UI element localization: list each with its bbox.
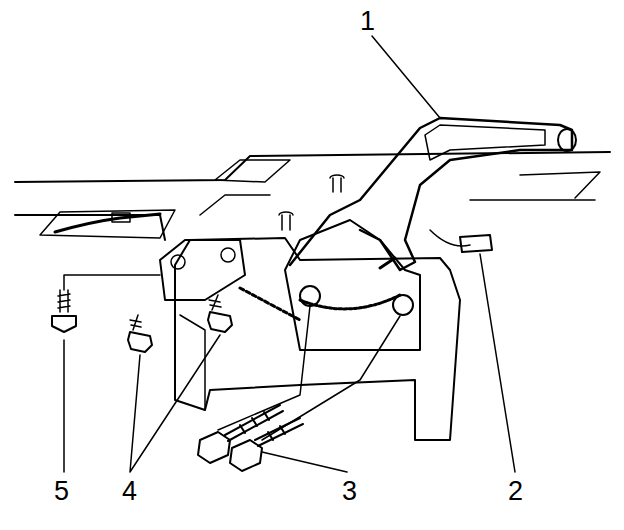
floor-edge — [15, 152, 610, 182]
mount-hole — [393, 295, 413, 315]
floor-edge — [470, 199, 595, 201]
screw — [52, 316, 76, 332]
screw — [128, 332, 152, 352]
cable-bracket — [160, 240, 245, 300]
lever-bracket — [285, 220, 420, 350]
leader-line — [262, 452, 347, 472]
floor-panel — [520, 172, 600, 198]
leader-line — [130, 335, 220, 472]
screw — [209, 295, 221, 310]
callout-number: 4 — [120, 478, 139, 505]
callout-number: 5 — [52, 478, 71, 505]
floor-panel — [215, 160, 290, 182]
floor-panel — [200, 195, 270, 215]
switch-wire — [430, 230, 470, 246]
cable-end — [112, 213, 130, 222]
leader-line — [218, 306, 400, 440]
lever-grip — [425, 125, 545, 160]
mount-hole — [300, 286, 320, 306]
cable-bracket — [40, 210, 175, 238]
callout-number: 2 — [506, 478, 525, 505]
bolt-head — [230, 440, 262, 471]
bracket-hole — [221, 248, 235, 262]
brake-cable — [55, 214, 160, 232]
leader-line — [64, 275, 160, 472]
bracket-hole — [171, 255, 185, 269]
screw — [130, 315, 141, 330]
bolt-head — [198, 432, 230, 463]
callout-number: 1 — [358, 8, 377, 35]
callout-number: 3 — [340, 478, 359, 505]
screw — [58, 290, 70, 312]
parking-brake-lever — [290, 118, 572, 270]
bolt — [255, 418, 303, 446]
leader-line — [480, 254, 515, 472]
stud — [279, 212, 293, 230]
screw — [208, 312, 232, 332]
stud — [330, 175, 344, 192]
ratchet — [300, 295, 400, 309]
switch-connector — [460, 235, 492, 252]
leader-line — [372, 36, 440, 118]
release-button — [558, 129, 576, 151]
